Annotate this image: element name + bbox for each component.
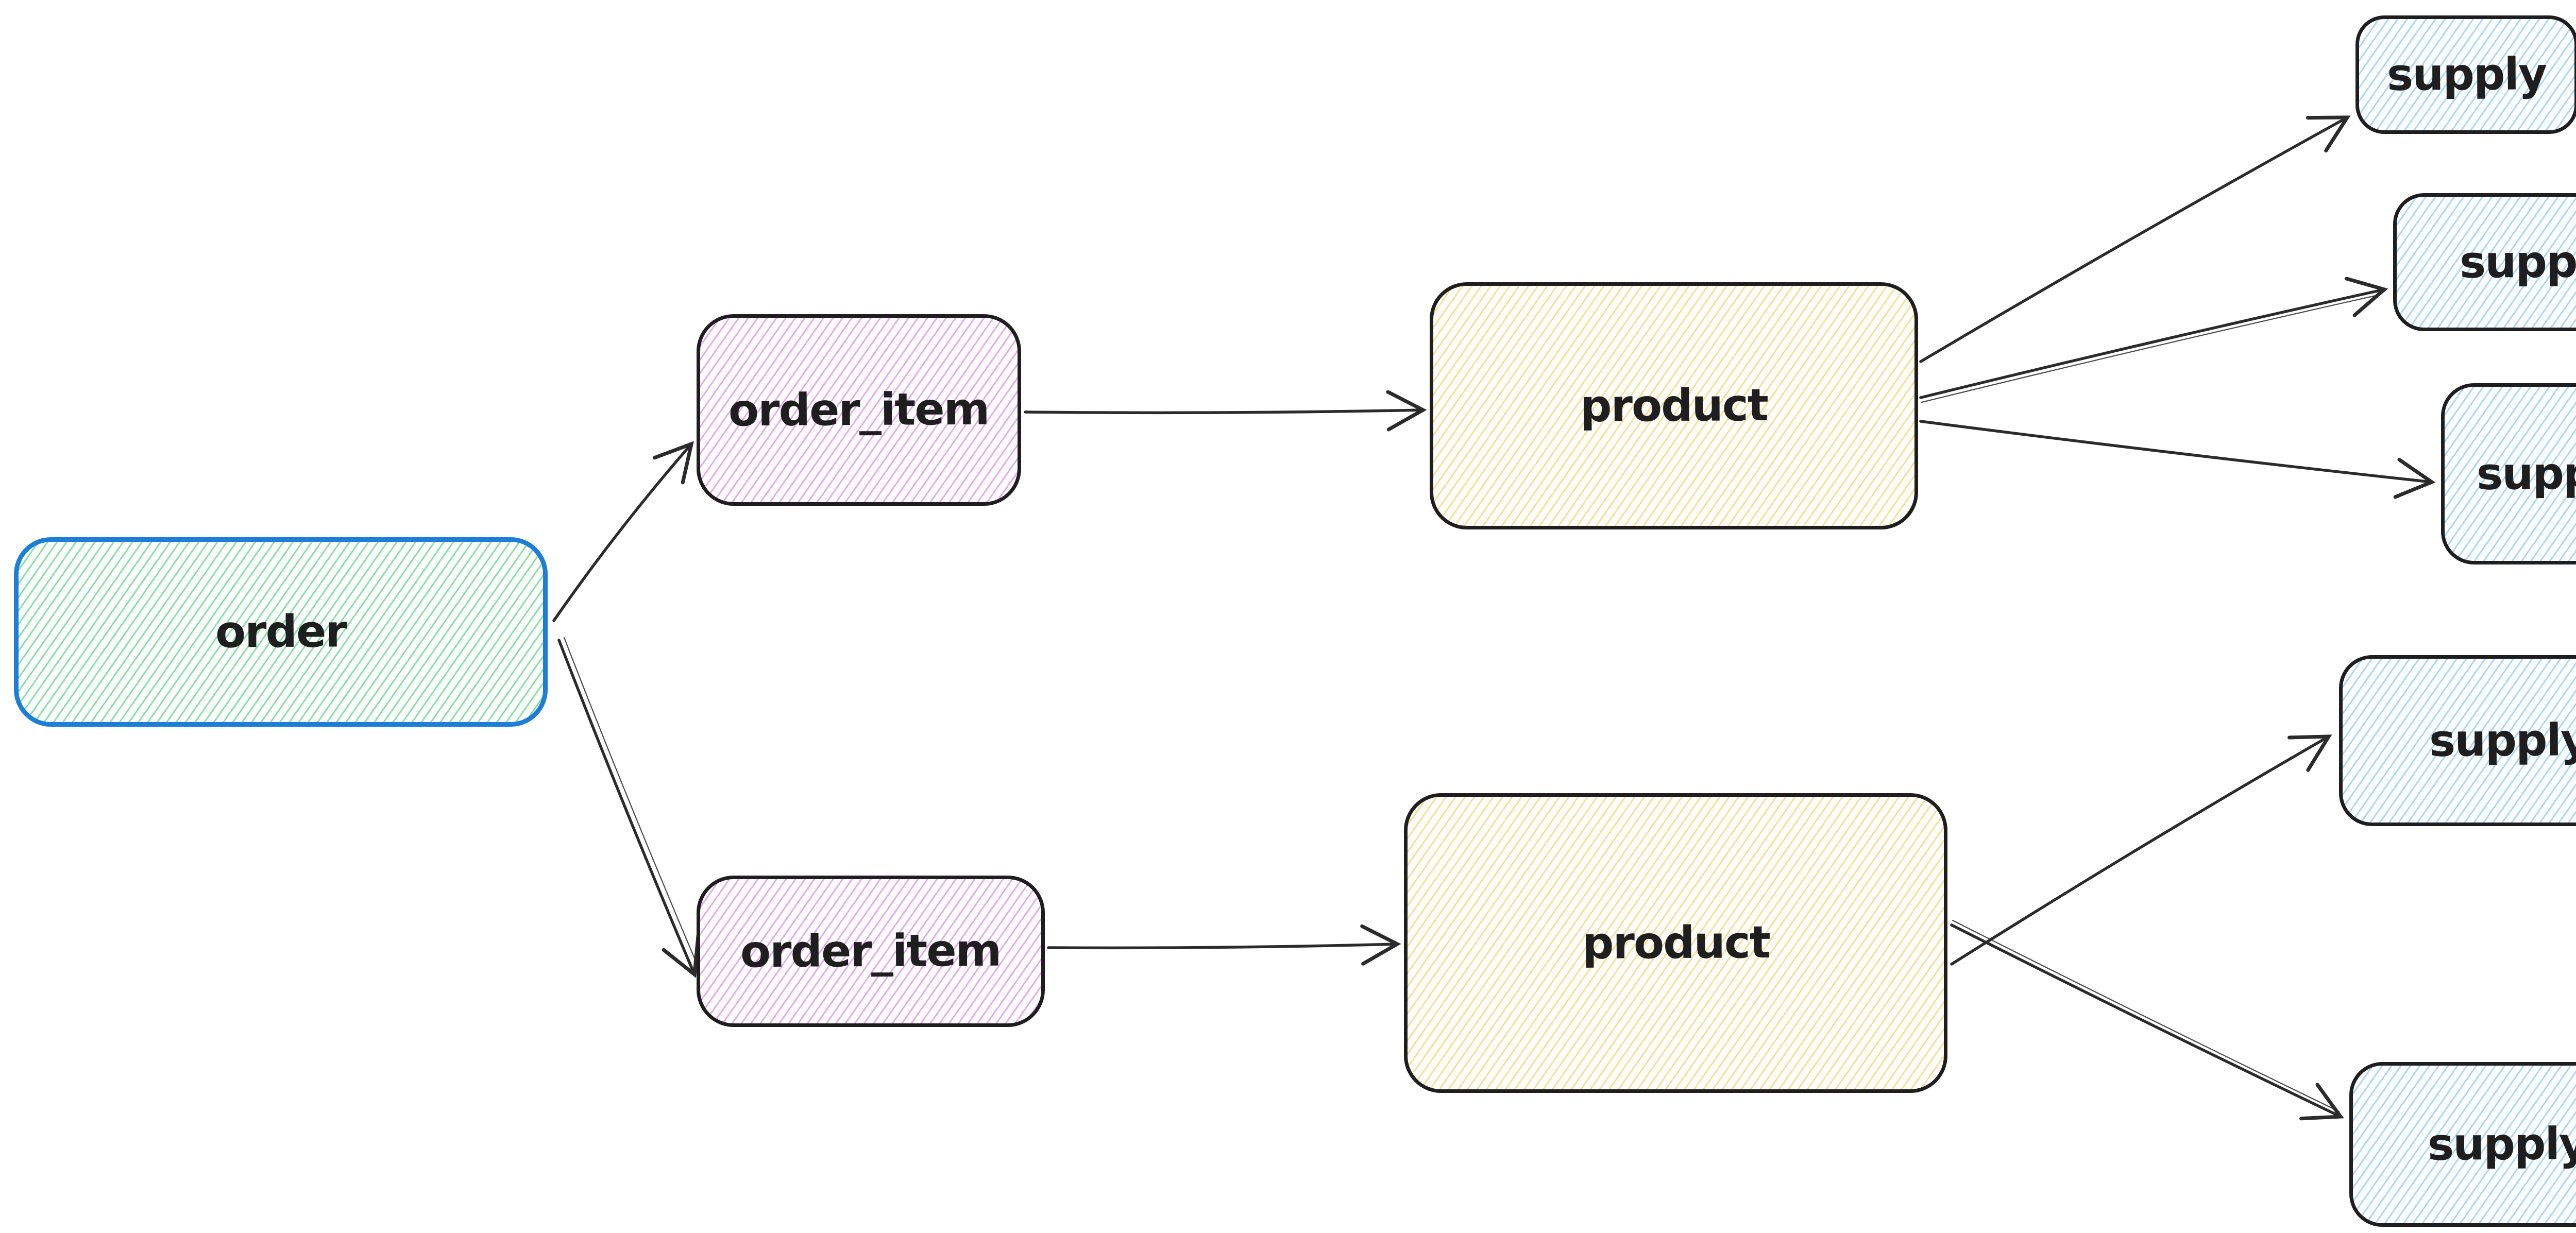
- node-order-item-bottom-label: order_item: [740, 924, 1001, 978]
- arrow-order-to-order-item-bottom[interactable]: [557, 639, 700, 978]
- arrow-product-top-to-supply-3[interactable]: [1919, 420, 2436, 499]
- arrow-product-top-to-supply-1[interactable]: [1919, 115, 2351, 363]
- node-order-label: order: [215, 606, 347, 658]
- node-supply-1[interactable]: supply: [2355, 15, 2576, 134]
- arrow-order-item-bottom-to-product-bottom[interactable]: [1047, 924, 1401, 966]
- node-supply-5-label: supply: [2427, 1118, 2576, 1171]
- node-product-bottom[interactable]: product: [1404, 793, 1947, 1093]
- arrow-sketch-line: [1952, 919, 2340, 1112]
- node-supply-2[interactable]: supply: [2393, 193, 2576, 331]
- node-order-item-top[interactable]: order_item: [697, 314, 1021, 506]
- arrow-order-to-order-item-top[interactable]: [552, 441, 694, 622]
- node-supply-1-label: supply: [2387, 48, 2547, 101]
- arrow-product-bottom-to-supply-5[interactable]: [1950, 923, 2344, 1121]
- node-product-top-label: product: [1580, 380, 1768, 432]
- arrow-sketch-line: [1921, 294, 2381, 403]
- arrow-product-bottom-to-supply-4[interactable]: [1950, 734, 2332, 966]
- node-supply-2-label: supply: [2460, 236, 2576, 288]
- node-product-top[interactable]: product: [1430, 282, 1918, 529]
- node-supply-3-label: supply: [2477, 448, 2576, 500]
- node-order[interactable]: order: [14, 537, 548, 727]
- node-supply-3[interactable]: supply: [2441, 383, 2576, 564]
- arrow-product-top-to-supply-2[interactable]: [1919, 277, 2388, 399]
- arrow-order-item-top-to-product-top[interactable]: [1024, 390, 1427, 432]
- node-product-bottom-label: product: [1582, 917, 1770, 969]
- arrow-sketch-line: [563, 637, 701, 971]
- node-supply-4-label: supply: [2429, 714, 2576, 767]
- node-supply-4[interactable]: supply: [2339, 655, 2576, 826]
- node-supply-5[interactable]: supply: [2349, 1062, 2576, 1227]
- node-order-item-top-label: order_item: [728, 383, 989, 437]
- node-order-item-bottom[interactable]: order_item: [697, 876, 1045, 1027]
